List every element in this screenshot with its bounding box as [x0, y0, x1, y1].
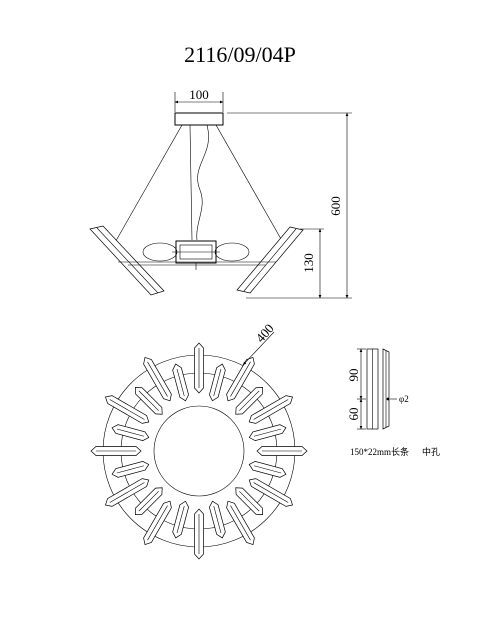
ring-crystal-facet — [253, 482, 289, 503]
suspension-cable-left — [112, 124, 183, 247]
crystal-long-label: 90 — [346, 369, 361, 382]
ring-crystal — [111, 461, 150, 478]
ring-crystal — [209, 500, 226, 539]
ring-crystal — [172, 500, 189, 539]
ring-crystal — [235, 386, 264, 415]
ring-crystal-facet — [176, 505, 185, 534]
diameter-label: 400 — [253, 321, 277, 346]
ring-crystal-facet — [239, 390, 260, 411]
ring-crystal — [105, 395, 150, 424]
ring-crystal-facet — [147, 505, 168, 541]
ring-crystal — [226, 500, 255, 545]
canopy — [174, 112, 224, 126]
side-view: 100 600 130 — [89, 87, 352, 299]
suspension-cable-right — [215, 124, 286, 247]
page-title: 2116/09/04P — [184, 42, 296, 67]
canopy-width-label: 100 — [189, 87, 209, 102]
ring-crystal — [143, 357, 172, 402]
crystal-size-note: 150*22mm长条 — [350, 446, 409, 457]
ring-crystal — [172, 363, 189, 402]
ring-crystal-facet — [213, 505, 222, 534]
ring-circle — [153, 405, 245, 497]
ring-crystal — [105, 478, 150, 507]
ring-crystal-facet — [138, 390, 159, 411]
ring-crystal-facet — [253, 428, 282, 437]
crystal-blade-left — [89, 225, 165, 296]
ring-crystal — [194, 342, 204, 394]
bulb-right — [214, 242, 250, 262]
ring-crystal — [194, 508, 204, 560]
bulb-left — [142, 242, 178, 262]
crystal-short-label: 60 — [346, 408, 361, 421]
ring-crystal-facet — [147, 361, 168, 397]
ring-crystal — [248, 395, 293, 424]
crystal-detail: φ2 90 60 150*22mm长条 中孔 — [346, 348, 440, 457]
hole-marker — [386, 397, 390, 401]
ring-crystal-facet — [230, 505, 251, 541]
hole-note: 中孔 — [422, 446, 440, 457]
ring-crystal-facet — [230, 361, 251, 397]
ring-crystal — [248, 424, 287, 441]
ring-crystal-facet — [239, 491, 260, 512]
hole-diameter-label: φ2 — [399, 394, 409, 404]
ring-crystal-facet — [116, 428, 145, 437]
ring-crystal-facet — [138, 491, 159, 512]
ring-crystal-facet — [109, 482, 145, 503]
diameter-dimension — [242, 331, 275, 366]
ring-crystal-facet — [109, 399, 145, 420]
ring-crystal — [226, 357, 255, 402]
plan-view: 400 — [90, 321, 308, 560]
total-height-label: 600 — [328, 196, 343, 216]
ring-crystal — [235, 487, 264, 516]
ring-crystal — [256, 446, 308, 456]
ring-crystal-facet — [213, 368, 222, 397]
ring-crystal-facet — [253, 399, 289, 420]
ring-crystal-facet — [116, 465, 145, 474]
ring-crystal — [134, 487, 163, 516]
power-cord — [196, 124, 209, 241]
ring-crystal — [90, 446, 142, 456]
ring-crystal — [143, 500, 172, 545]
body-height-label: 130 — [301, 253, 316, 273]
ring-crystal — [248, 461, 287, 478]
ring-crystal — [209, 363, 226, 402]
ring-crystal — [111, 424, 150, 441]
ring-crystal-facet — [176, 368, 185, 397]
ring-crystal — [134, 386, 163, 415]
ring-crystal — [248, 478, 293, 507]
ring-crystal-facet — [253, 465, 282, 474]
